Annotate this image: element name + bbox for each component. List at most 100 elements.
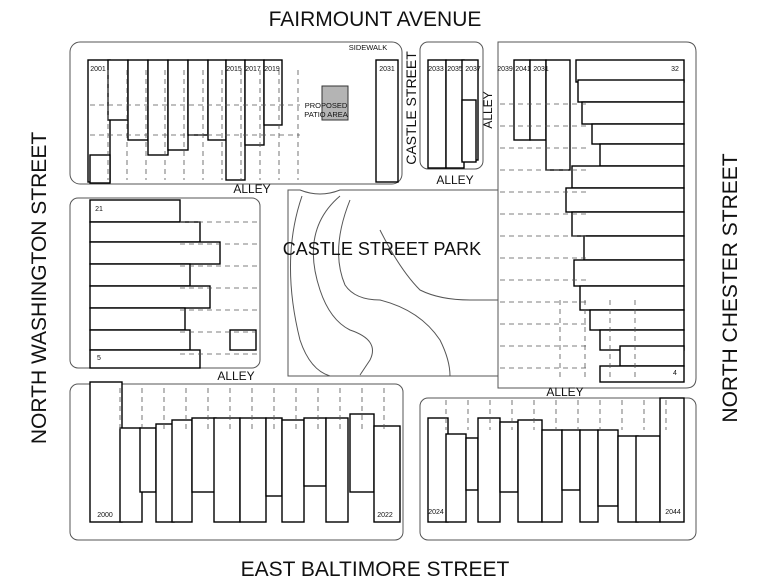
building-north-west [187,59,209,136]
building-north-middle [445,59,465,169]
street-label-baltimore: EAST BALTIMORE STREET [241,558,510,581]
building-north-west-rear [89,154,111,184]
proposed-patio-area [321,85,349,121]
building-west [89,329,191,351]
building-south-west [119,427,143,523]
buildings-layer [87,59,685,523]
lot-2015: 2015 [226,66,242,73]
lot-21: 21 [95,206,103,213]
alley-label-south-east: ALLEY [546,385,583,399]
lot-32: 32 [671,66,679,73]
lot-2031-west: 2031 [379,66,395,73]
building-south-west [265,417,283,497]
park-boundary [287,189,499,377]
street-label-castle: CASTLE STREET [403,51,419,165]
building-south-east [597,429,619,507]
lot-2033: 2033 [428,66,444,73]
building-south-east [445,433,467,523]
park-name: CASTLE STREET PARK [283,239,481,259]
building-north-east [599,365,685,383]
building-south-west [281,419,305,523]
park-path-center [379,229,498,301]
building-west [89,307,186,331]
building-south-east [477,417,501,523]
lot-lines-layer [90,70,667,430]
building-south-east [579,429,599,523]
building-north-east [573,259,685,287]
building-north-middle [427,59,447,169]
building-south-east [427,417,449,523]
building-north-west [225,59,246,181]
building-south-east [517,419,543,523]
building-west [89,349,201,369]
building-north-east [575,59,685,83]
block-north-middle [419,41,484,170]
proposed-label-line1: PROPOSED [305,101,348,110]
building-north-east [581,101,685,125]
building-north-west [375,59,399,183]
building-north-east [619,345,685,367]
lot-2024: 2024 [428,509,444,516]
building-south-east [561,429,581,491]
building-north-east [579,285,685,311]
street-label-washington: NORTH WASHINGTON STREET [28,132,51,444]
building-west [89,199,181,223]
lot-2001: 2001 [90,66,106,73]
lot-2022: 2022 [377,512,393,519]
building-west [89,263,191,287]
building-north-east [571,211,685,237]
building-north-east [577,79,685,103]
building-south-west [373,425,401,523]
building-south-east [465,437,479,491]
building-north-east [599,143,685,167]
building-south-west [139,427,157,493]
park-path-diag [289,195,331,377]
building-south-west [191,417,217,493]
alley-label-north-middle: ALLEY [436,173,473,187]
lot-2031-east: 2031 [533,66,549,73]
alley-label-west: ALLEY [217,369,254,383]
lot-4: 4 [673,370,677,377]
building-south-west [213,417,241,523]
alley-label-north-west: ALLEY [233,182,270,196]
proposed-label-line2: PATIO AREA [304,110,347,119]
lot-2035: 2035 [447,66,463,73]
building-north-west [107,59,129,121]
building-south-west [239,417,267,523]
building-north-west [207,59,227,141]
block-south-east [419,397,697,541]
lot-2039: 2039 [497,66,513,73]
street-label-chester: NORTH CHESTER STREET [719,153,742,422]
street-label-fairmount: FAIRMOUNT AVENUE [269,8,482,31]
lot-2044: 2044 [665,509,681,516]
lot-2000: 2000 [97,512,113,519]
building-south-west [325,417,349,523]
alley-label-vertical: ALLEY [481,91,495,128]
building-south-west [89,381,123,523]
lot-2041: 2041 [515,66,531,73]
lot-2017: 2017 [245,66,261,73]
lot-2019: 2019 [264,66,280,73]
lot-5: 5 [97,355,101,362]
building-north-west [263,59,283,126]
lot-2037: 2037 [465,66,481,73]
park-path-loop [312,195,373,376]
park-path-inner [338,199,451,377]
building-north-east [591,123,685,145]
building-south-east [541,429,563,523]
building-west-shed [229,329,257,351]
building-north-west [127,59,149,141]
building-north-east [571,165,685,189]
building-west [89,221,201,243]
building-north-east [583,235,685,261]
block-northwest [69,41,403,185]
building-west [89,285,211,309]
building-south-east [635,435,661,523]
building-south-east [499,421,519,493]
building-south-east [617,435,639,523]
building-south-west [303,417,327,487]
building-west [89,241,221,265]
sidewalk-label: SIDEWALK [349,43,387,52]
building-north-east [545,59,571,171]
